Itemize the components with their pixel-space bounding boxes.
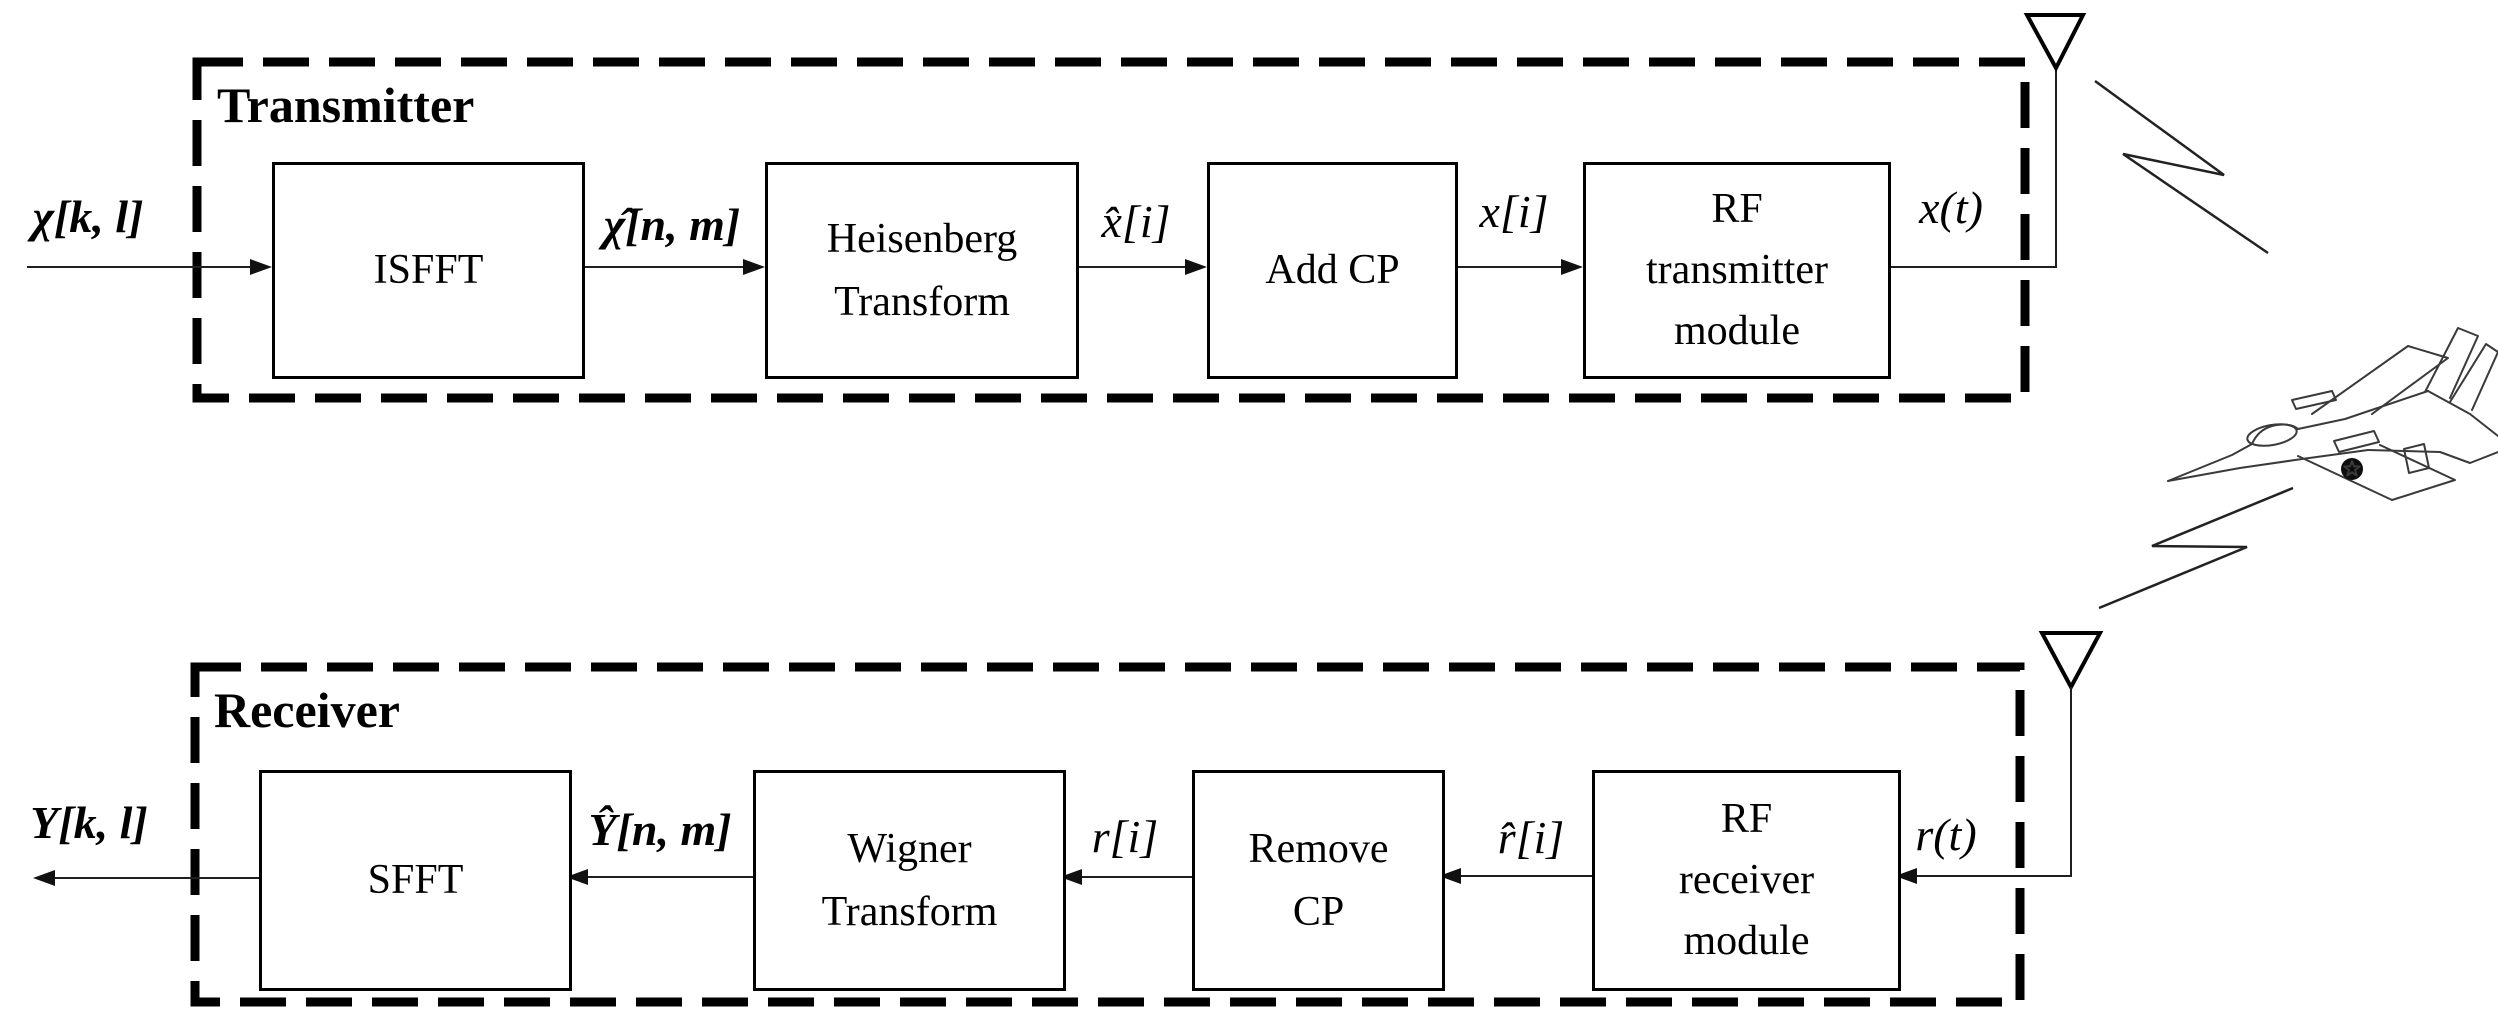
rx-output-arrowhead [33, 870, 55, 886]
block-label-line: Transform [834, 278, 1010, 325]
signal-label-after-heisenberg: x̂[i] [1101, 196, 1171, 247]
block-rf-receiver-module: RF receiver module [1592, 770, 1901, 991]
block-label-line: CP [1292, 888, 1345, 935]
block-label-line: RF [1720, 796, 1773, 843]
block-label-line: Transform [821, 888, 998, 935]
rx-arrowhead-removecp [1439, 868, 1461, 884]
block-label-line: Wigner [847, 825, 972, 872]
block-label-line: SFFT [367, 857, 464, 903]
tx-arrowhead-rf [1561, 259, 1583, 275]
block-label-line: module [1674, 307, 1800, 354]
signal-label-rx-output: Y[k, l] [30, 797, 148, 848]
block-heisenberg-transform: Heisenberg Transform [765, 162, 1079, 379]
signal-label-rx-rf-input: r(t) [1915, 809, 1977, 860]
block-label-line: Remove [1248, 825, 1389, 872]
rx-lightning-bolt-icon [2098, 486, 2294, 610]
block-label-line: transmitter [1646, 247, 1828, 294]
block-label-line: Add CP [1265, 247, 1400, 293]
block-wigner-transform: Wigner Transform [753, 770, 1066, 991]
tx-lightning-bolt-icon [2094, 79, 2269, 255]
receiver-section-title: Receiver [214, 682, 400, 738]
signal-label-after-add-cp: x[i] [1479, 186, 1549, 237]
fighter-jet-illustration [2167, 327, 2498, 501]
block-label-line: RF [1711, 186, 1763, 233]
rx-antenna-icon [2038, 631, 2104, 692]
block-label-line: ISFFT [373, 247, 484, 293]
block-sfft: SFFT [259, 770, 572, 991]
signal-label-before-remove-cp: r̂[i] [1497, 812, 1565, 863]
rx-arrowhead-sfft [566, 869, 588, 885]
transmitter-dashed-border [192, 57, 2030, 403]
rx-arrowhead-rf [1895, 868, 1917, 884]
signal-label-before-sfft: Ŷ[n, m] [588, 804, 732, 855]
tx-arrowhead-heisenberg [743, 259, 765, 275]
signal-label-before-wigner: r[i] [1091, 811, 1159, 862]
rx-antenna-feed-line [1917, 687, 2072, 877]
transmitter-section-title: Transmitter [217, 77, 475, 133]
tx-antenna-icon [2023, 13, 2087, 73]
rx-arrowhead-wigner [1060, 869, 1082, 885]
tx-input-arrowhead [250, 259, 272, 275]
block-label-line: module [1683, 917, 1810, 964]
block-label-line: receiver [1678, 857, 1815, 904]
block-add-cp: Add CP [1207, 162, 1458, 379]
tx-antenna-feed-line [1885, 68, 2057, 268]
receiver-dashed-border [190, 662, 2025, 1007]
block-isfft: ISFFT [272, 162, 585, 379]
signal-label-tx-input: χ[k, l] [32, 191, 144, 242]
signal-label-tx-rf-output: x(t) [1919, 182, 1983, 233]
block-rf-transmitter-module: RF transmitter module [1583, 162, 1891, 379]
block-remove-cp: Remove CP [1192, 770, 1445, 991]
tx-arrowhead-addcp [1185, 259, 1207, 275]
block-label-line: Heisenberg [826, 215, 1018, 262]
signal-label-after-isfft: χ̂[n, m] [603, 199, 741, 250]
